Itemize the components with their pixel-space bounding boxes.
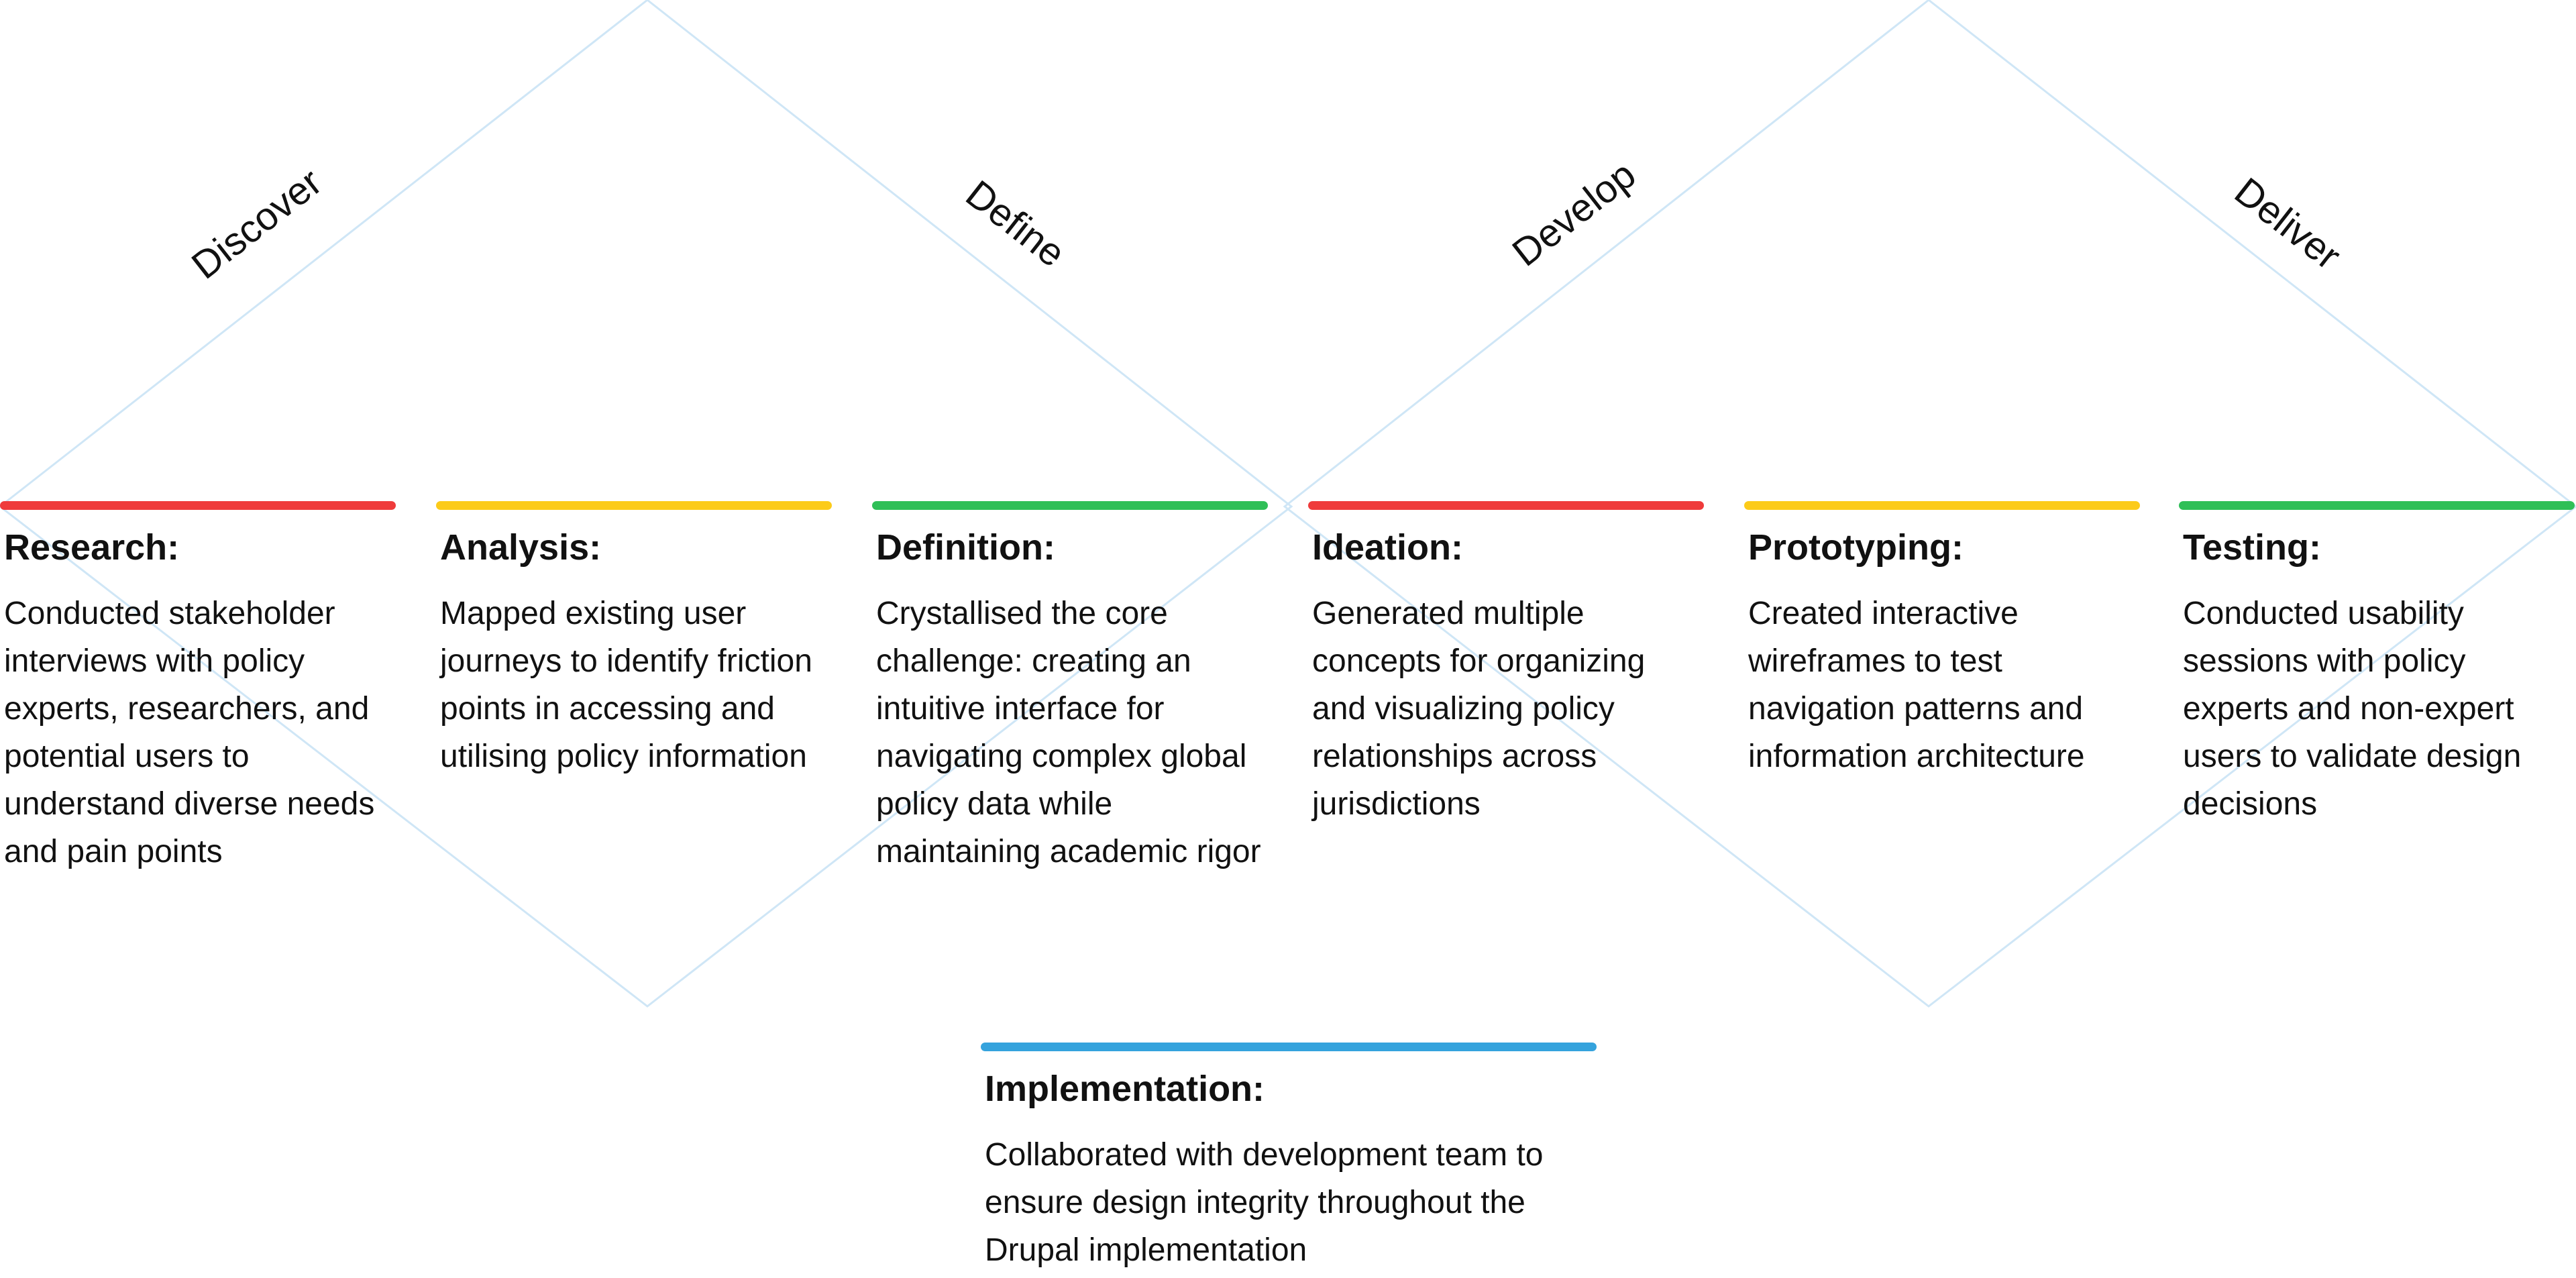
stage-title: Implementation:	[985, 1069, 1265, 1109]
stage-prototyping: Prototyping: Created interactive wirefra…	[1744, 501, 2140, 780]
stage-bar-red	[1308, 501, 1704, 510]
stage-bar-green	[872, 501, 1268, 510]
stage-ideation: Ideation: Generated multiple concepts fo…	[1308, 501, 1704, 828]
stage-title: Analysis:	[440, 527, 602, 568]
stage-bar-yellow	[1744, 501, 2140, 510]
stage-title: Research:	[4, 527, 180, 568]
stage-description: Generated multiple concepts for organizi…	[1312, 595, 1646, 822]
stage-implementation: Implementation: Collaborated with develo…	[981, 1043, 1597, 1274]
stage-description: Crystallised the core challenge: creatin…	[876, 595, 1261, 869]
stage-title: Prototyping:	[1748, 527, 1964, 568]
stage-bar-blue	[981, 1043, 1597, 1051]
stage-description: Created interactive wireframes to test n…	[1748, 595, 2085, 774]
stage-research: Research: Conducted stakeholder intervie…	[0, 501, 396, 875]
stage-description: Mapped existing user journeys to identif…	[440, 595, 812, 774]
stage-title: Definition:	[876, 527, 1055, 568]
stage-title: Testing:	[2183, 527, 2321, 568]
stage-bar-green	[2179, 501, 2575, 510]
stage-description: Conducted stakeholder interviews with po…	[4, 595, 375, 869]
stage-analysis: Analysis: Mapped existing user journeys …	[436, 501, 832, 780]
stage-description: Collaborated with development team to en…	[985, 1136, 1544, 1268]
diamond-discover-define	[0, 0, 1293, 1008]
stage-description: Conducted usability sessions with policy…	[2183, 595, 2522, 822]
stage-bar-red	[0, 501, 396, 510]
stage-title: Ideation:	[1312, 527, 1463, 568]
stage-bar-yellow	[436, 501, 832, 510]
stage-testing: Testing: Conducted usability sessions wi…	[2179, 501, 2575, 828]
diamond-develop-deliver	[1283, 0, 2576, 1008]
stage-definition: Definition: Crystallised the core challe…	[872, 501, 1268, 875]
